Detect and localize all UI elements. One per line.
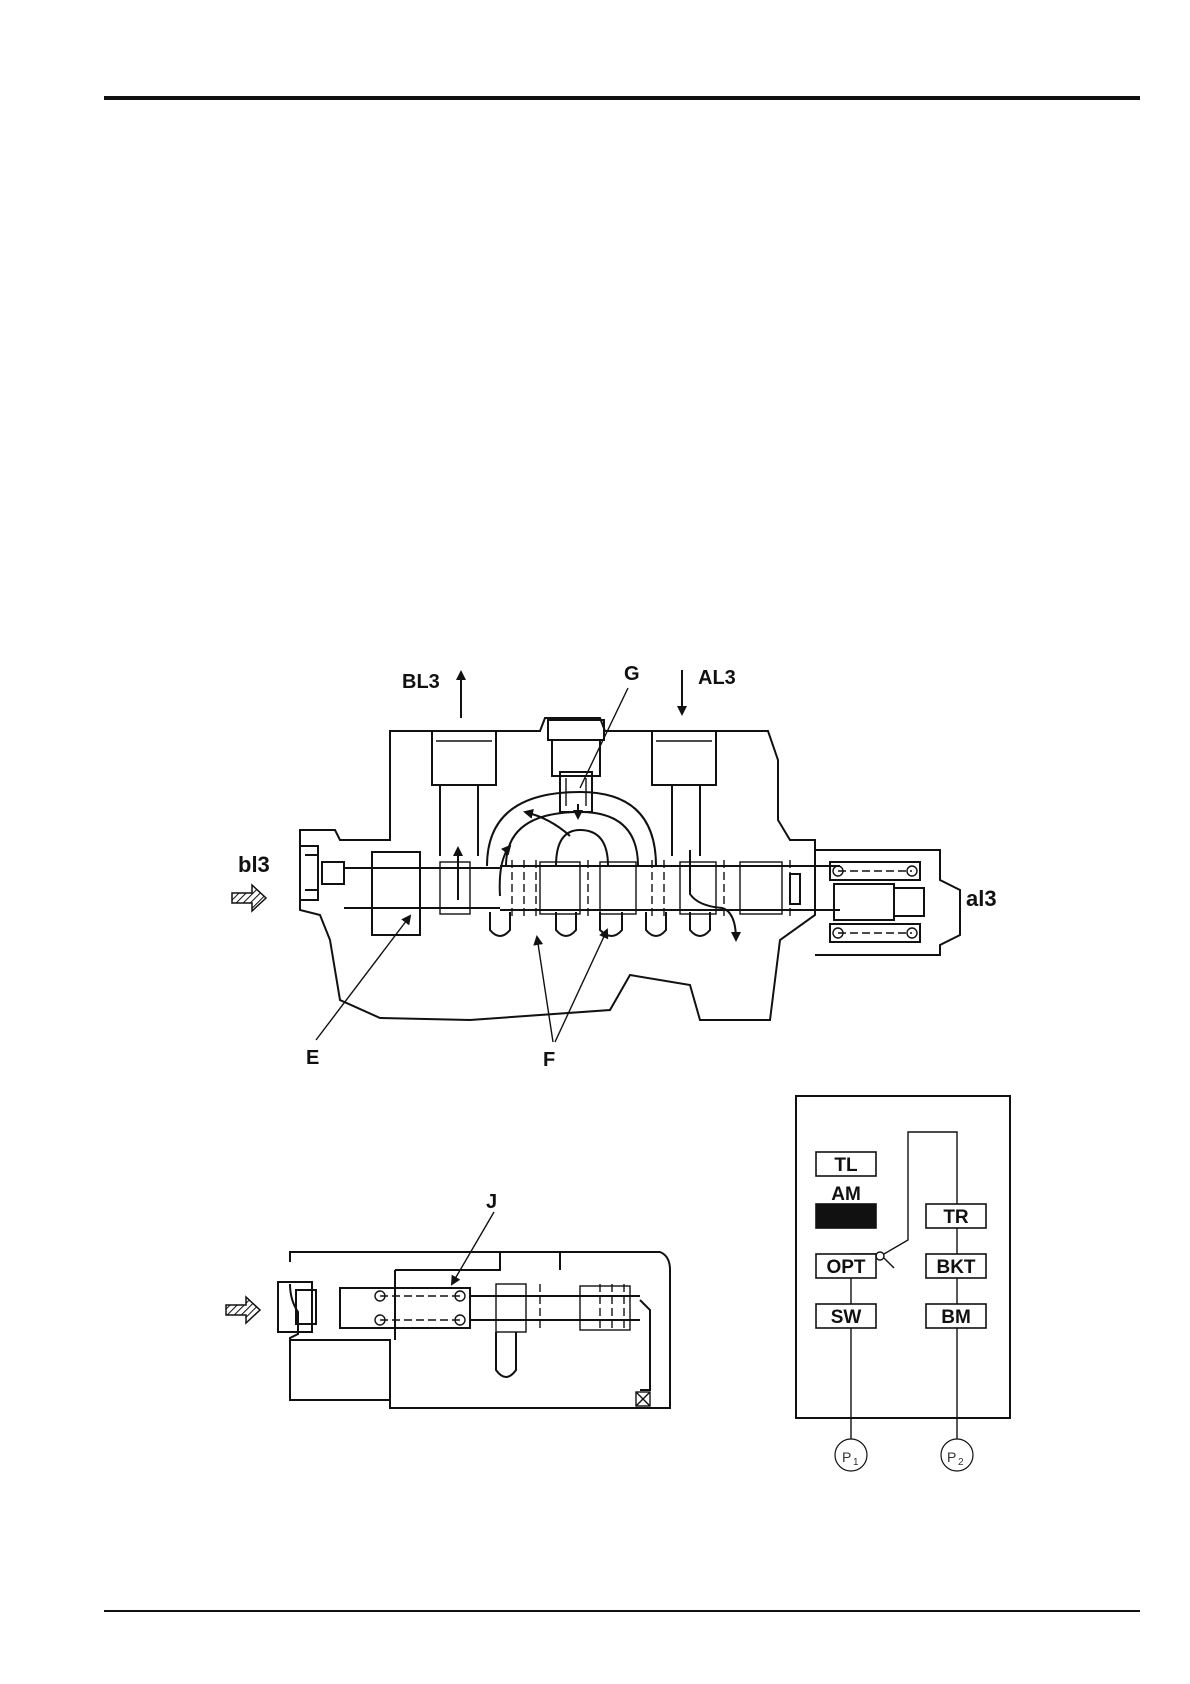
- detail-drain-line: [640, 1300, 650, 1390]
- flow-arrows: [458, 804, 736, 940]
- label-g: G: [624, 663, 640, 685]
- bl3-pilot-arrow: [232, 885, 266, 911]
- schematic-block-bkt: BKT: [926, 1254, 986, 1278]
- spool-grooves: [512, 860, 790, 916]
- pump-p2-sub: 2: [958, 1457, 964, 1468]
- g-leader: [580, 688, 628, 788]
- schematic-block-opt: OPT: [816, 1254, 876, 1278]
- label-e: E: [306, 1047, 319, 1069]
- schematic-block-box: [816, 1204, 876, 1228]
- detail-lower-chamber: [496, 1332, 516, 1377]
- port-al3-passage: [652, 731, 716, 856]
- schematic-block-label: BM: [941, 1307, 971, 1328]
- pump-p1-letter: P: [842, 1449, 851, 1465]
- circuit-schematic: TL AM TR OPT BKT SW BM P 1 P 2: [796, 1096, 1010, 1471]
- bridge-passage: [487, 792, 656, 866]
- schematic-block-sw: SW: [816, 1304, 876, 1328]
- label-al3-pilot: al3: [966, 886, 997, 911]
- schematic-block-tr: TR: [926, 1204, 986, 1228]
- spool-left: [344, 868, 500, 908]
- j-leader: [452, 1212, 494, 1284]
- label-j: J: [486, 1191, 497, 1213]
- schematic-block-am: AM: [816, 1184, 876, 1228]
- detail-lower-block: [290, 1340, 390, 1408]
- schematic-blocks: TL AM TR OPT BKT SW BM: [816, 1152, 986, 1328]
- detail-pilot-arrow: [226, 1297, 260, 1323]
- label-al3: AL3: [698, 667, 736, 689]
- spool-lands: [440, 862, 782, 914]
- pump-p2-letter: P: [947, 1449, 956, 1465]
- pump-p2: P 2: [941, 1439, 973, 1471]
- label-bl3-pilot: bl3: [238, 852, 270, 877]
- main-valve-section: BL3 AL3 G bl3 al3 E F: [232, 663, 997, 1071]
- label-bl3: BL3: [402, 671, 440, 693]
- detail-spring-chamber: [340, 1288, 470, 1328]
- schematic-block-label: TL: [834, 1155, 858, 1176]
- schematic-block-label: OPT: [826, 1257, 865, 1278]
- left-chamber: [372, 852, 420, 935]
- f-leader-1: [537, 937, 553, 1042]
- e-leader: [316, 916, 410, 1040]
- f-leader-2: [555, 930, 607, 1042]
- detail-land-1: [496, 1284, 526, 1332]
- label-f: F: [543, 1049, 555, 1071]
- check-valve-g: [548, 720, 604, 812]
- schematic-block-label: TR: [943, 1207, 969, 1228]
- schematic-block-label: SW: [831, 1307, 862, 1328]
- detail-valve-section: J: [226, 1191, 670, 1408]
- schematic-block-bm: BM: [926, 1304, 986, 1328]
- schematic-block-label: BKT: [936, 1257, 975, 1278]
- schematic-block-tl: TL: [816, 1152, 876, 1176]
- lower-chambers: [490, 912, 710, 936]
- p2-supply-line: [884, 1132, 957, 1444]
- detail-land-2: [580, 1286, 630, 1330]
- left-plug: [322, 862, 344, 884]
- left-end-cap: [300, 846, 318, 900]
- schematic-block-label: AM: [831, 1184, 861, 1205]
- pump-p1-sub: 1: [853, 1457, 859, 1468]
- port-bl3-passage: [432, 731, 496, 856]
- pump-p1: P 1: [835, 1439, 867, 1471]
